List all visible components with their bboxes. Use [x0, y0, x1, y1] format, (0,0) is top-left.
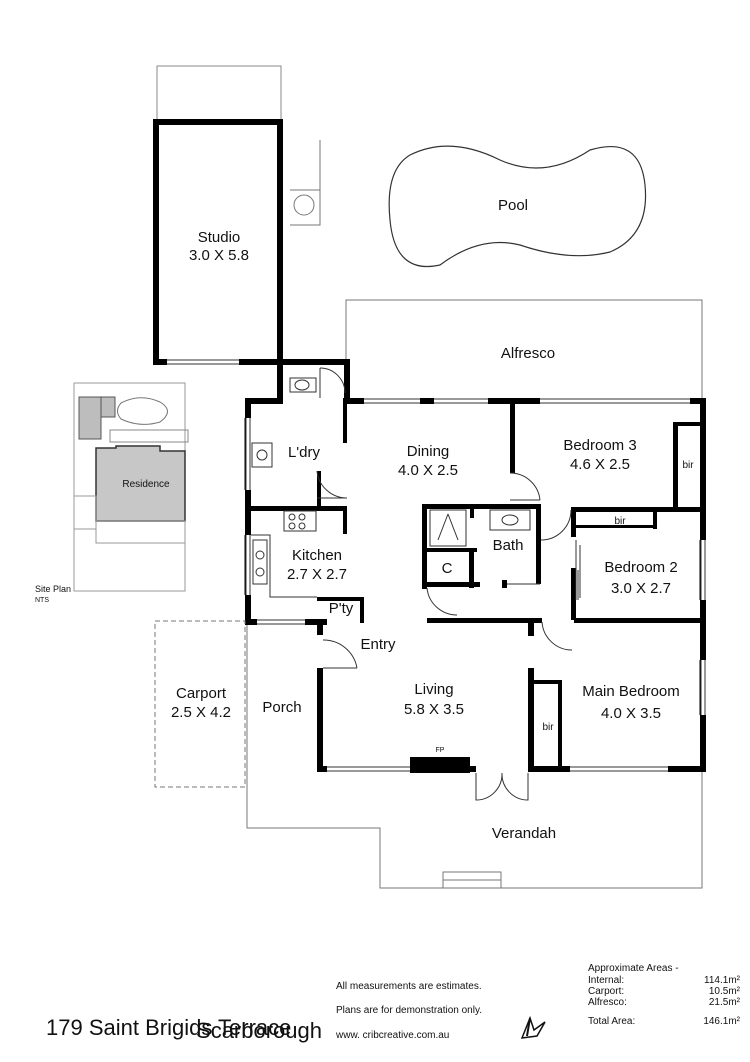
alfresco: Alfresco	[345, 299, 703, 398]
site-plan: Residence Site Plan NTS	[35, 382, 189, 604]
address-line-2: Scarborough	[196, 1018, 322, 1043]
bedroom3-name: Bedroom 3	[563, 437, 636, 454]
fireplace-label: FP	[436, 747, 445, 754]
bedroom2-dims: 3.0 X 2.7	[611, 580, 671, 597]
carport-dims: 2.5 X 4.2	[171, 704, 231, 721]
porch-label: Porch	[262, 699, 301, 716]
room-labels: L'dry Dining 4.0 X 2.5 Bedroom 3 4.6 X 2…	[262, 437, 694, 842]
site-plan-label: Site Plan	[35, 584, 71, 594]
bedroom3-dims: 4.6 X 2.5	[570, 456, 630, 473]
address-line-1: 179 Saint Brigids Terrace	[46, 1015, 292, 1040]
disclaimer-estimates: All measurements are estimates.	[336, 981, 482, 992]
living-dims: 5.8 X 3.5	[404, 701, 464, 718]
area-value: 21.5m²	[708, 997, 740, 1008]
area-label: Carport:	[588, 986, 625, 997]
kitchen-dims: 2.7 X 2.7	[287, 566, 347, 583]
carport: Carport 2.5 X 4.2	[154, 620, 246, 788]
verandah-outline	[246, 625, 703, 889]
dining-name: Dining	[407, 443, 450, 460]
areas-title: Approximate Areas -	[588, 963, 679, 974]
total-area-label: Total Area:	[588, 1016, 636, 1027]
site-plan-scale: NTS	[35, 597, 49, 604]
pool-label: Pool	[498, 197, 528, 214]
bedroom2-name: Bedroom 2	[604, 559, 677, 576]
total-area-value: 146.1m²	[703, 1016, 740, 1027]
pantry-label: P'ty	[329, 600, 354, 617]
area-label: Internal:	[588, 975, 625, 986]
fixtures	[251, 377, 579, 600]
pool: Pool	[388, 145, 647, 267]
carport-name: Carport	[176, 685, 227, 702]
alfresco-label: Alfresco	[501, 345, 555, 362]
cupboard-label: C	[442, 560, 453, 577]
area-label: Alfresco:	[588, 997, 627, 1008]
house-walls	[245, 359, 706, 773]
pool-equipment	[290, 140, 321, 226]
residence-label: Residence	[122, 479, 170, 490]
main-bedroom-name: Main Bedroom	[582, 683, 680, 700]
website-text: www. cribcreative.com.au	[336, 1030, 450, 1041]
bir-label: bir	[614, 516, 626, 527]
dining-dims: 4.0 X 2.5	[398, 462, 458, 479]
main-bedroom-dims: 4.0 X 3.5	[601, 705, 661, 722]
north-arrow-icon	[520, 1015, 546, 1039]
studio-name: Studio	[198, 229, 241, 246]
kitchen-name: Kitchen	[292, 547, 342, 564]
doors	[316, 367, 581, 801]
areas-table: Approximate Areas - Internal: 114.1m² Ca…	[588, 963, 740, 1027]
entry-label: Entry	[360, 636, 396, 653]
studio-dims: 3.0 X 5.8	[189, 247, 249, 264]
area-row: Carport: 10.5m²	[588, 986, 740, 997]
area-row: Alfresco: 21.5m²	[588, 997, 740, 1008]
bir-label: bir	[682, 460, 694, 471]
windows	[244, 418, 701, 715]
area-value: 10.5m²	[708, 986, 740, 997]
area-value: 114.1m²	[704, 975, 740, 986]
disclaimer-demo: Plans are for demonstration only.	[336, 1005, 483, 1016]
total-area-row: Total Area: 146.1m²	[588, 1016, 740, 1027]
bir-label: bir	[542, 722, 554, 733]
area-row: Internal: 114.1m²	[588, 975, 740, 986]
studio: Studio 3.0 X 5.8	[153, 65, 283, 365]
verandah-label: Verandah	[492, 825, 556, 842]
bath-label: Bath	[493, 537, 524, 554]
laundry-label: L'dry	[288, 444, 321, 461]
living-name: Living	[414, 681, 453, 698]
